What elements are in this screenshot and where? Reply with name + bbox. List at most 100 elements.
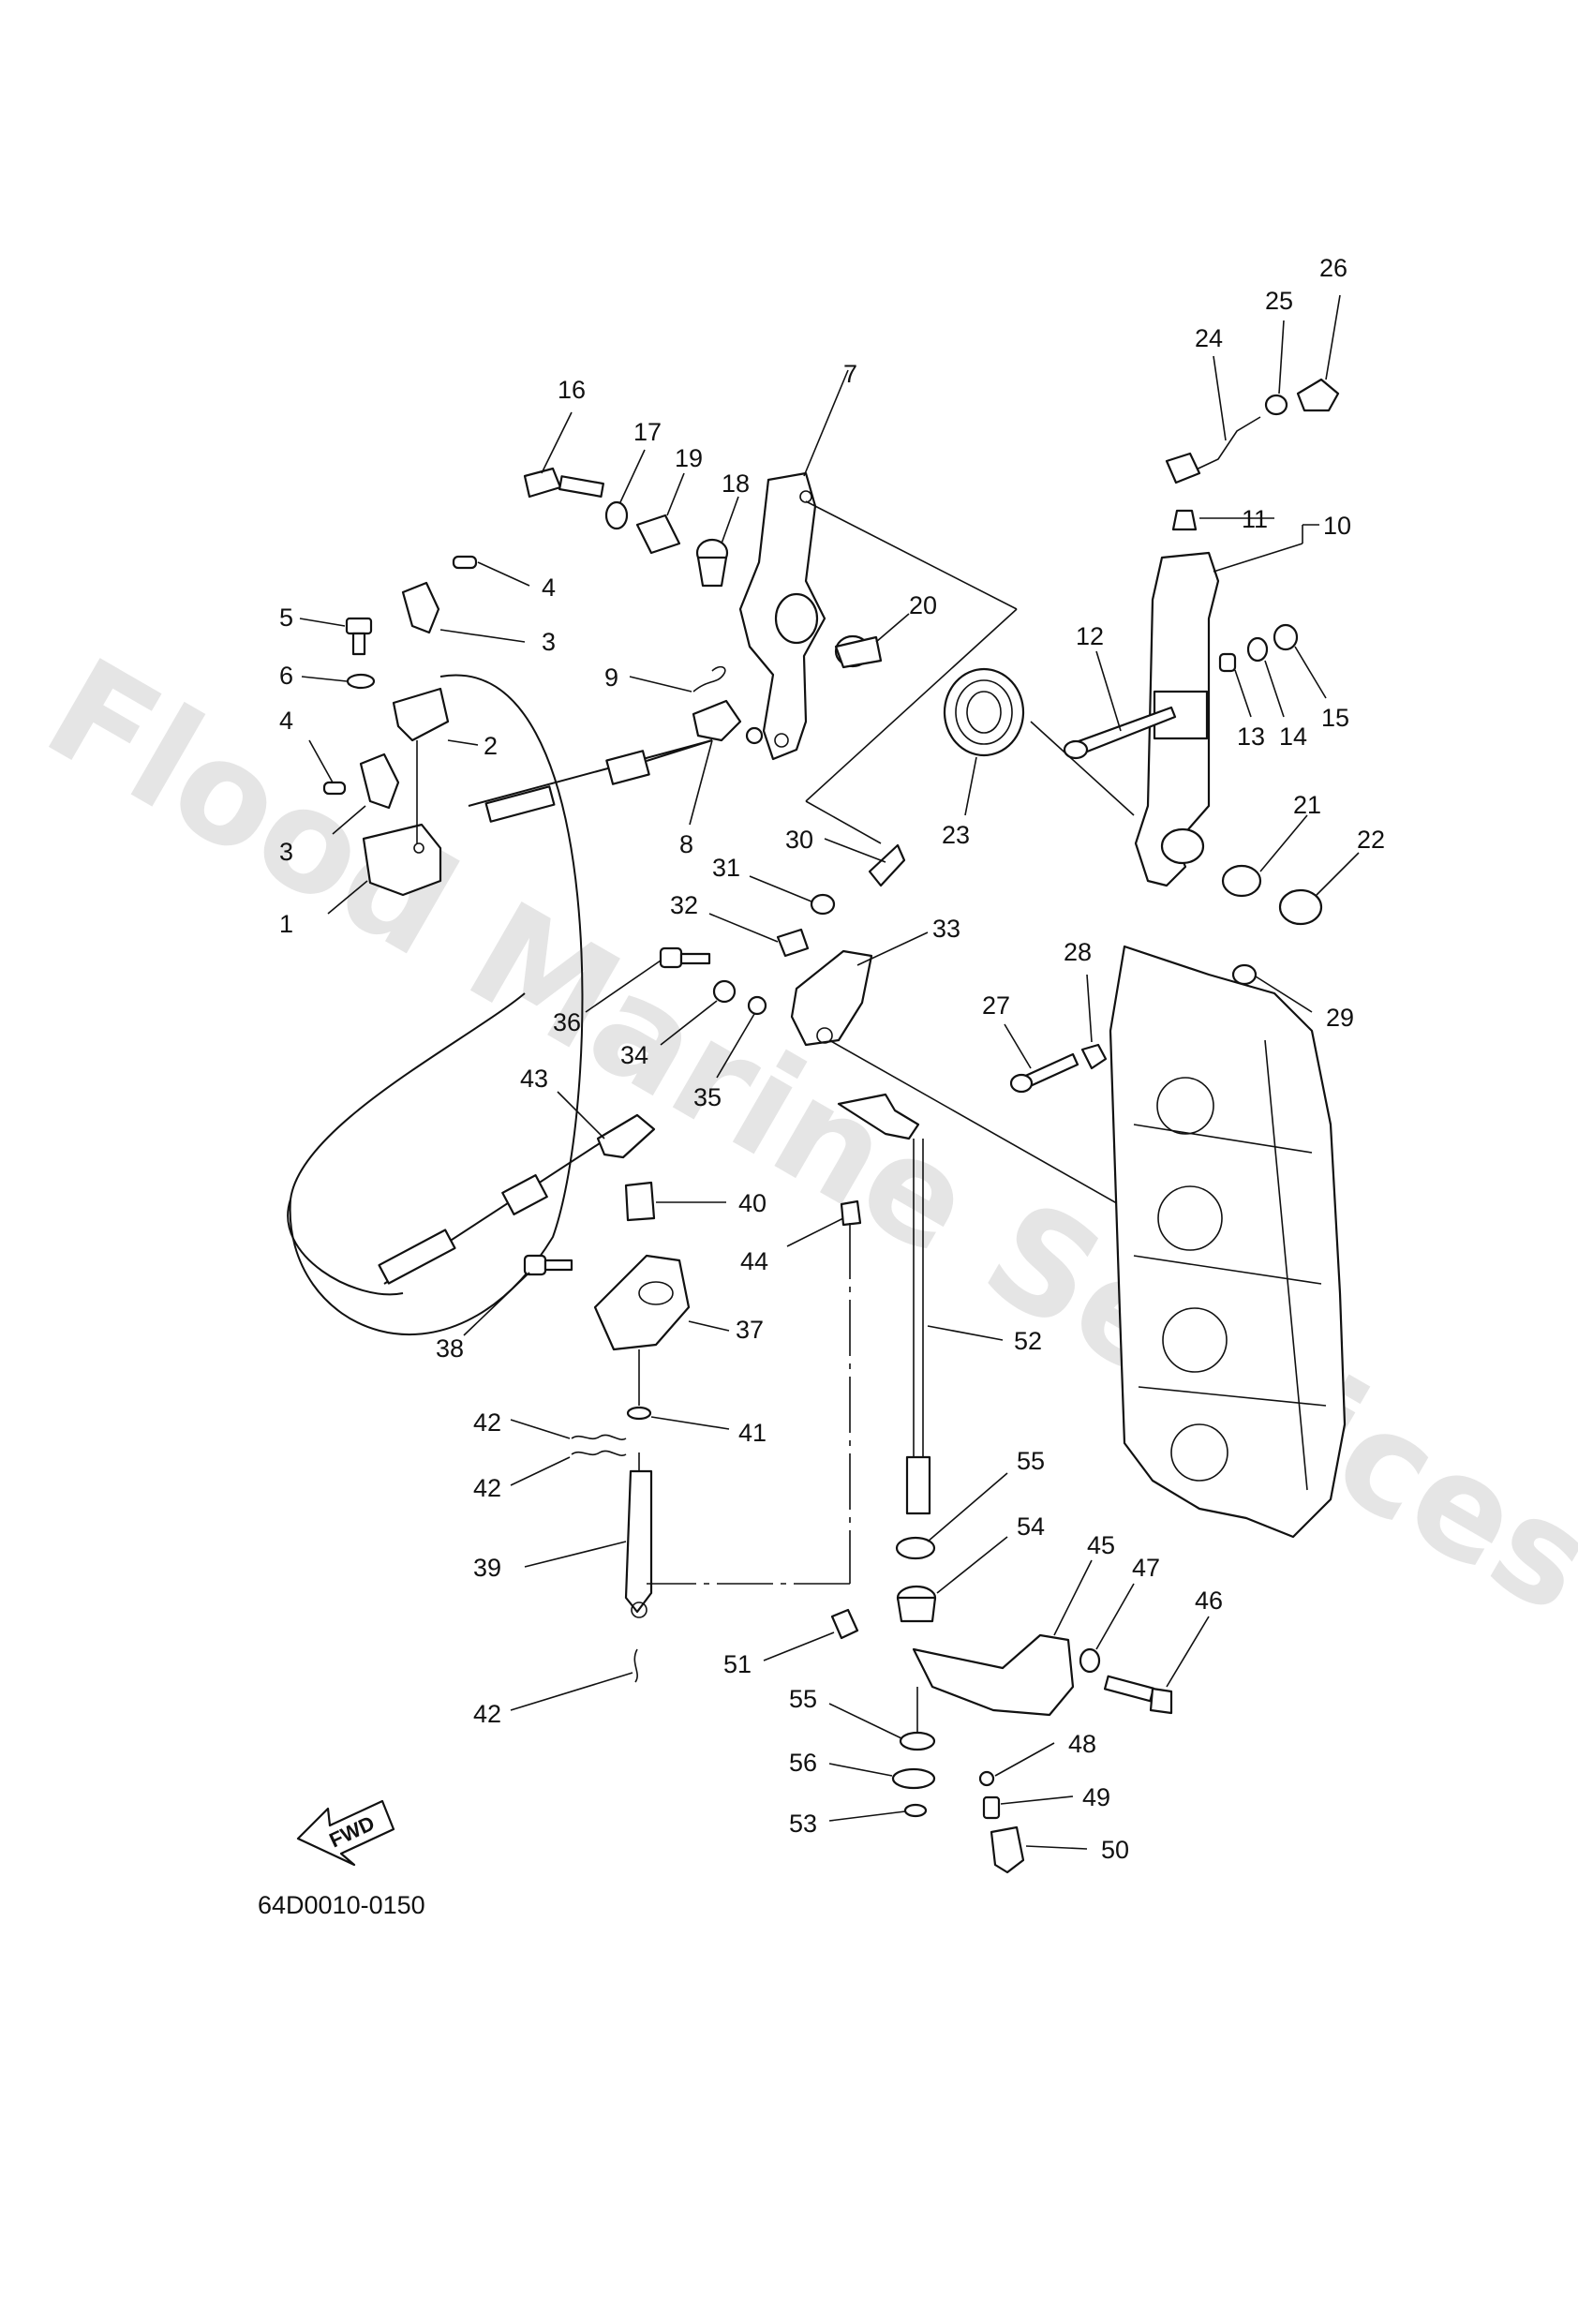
- callout-9: 9: [604, 663, 618, 692]
- cylinder-head: [1109, 945, 1347, 1539]
- callout-48: 48: [1068, 1730, 1096, 1758]
- callout-10: 10: [1323, 512, 1351, 540]
- callout-46: 46: [1195, 1587, 1223, 1615]
- callout-22: 22: [1357, 826, 1385, 854]
- callout-29: 29: [1326, 1004, 1354, 1032]
- callout-23: 23: [942, 821, 970, 849]
- callout-3-upper: 3: [542, 628, 556, 656]
- callout-47: 47: [1132, 1554, 1160, 1582]
- part-9-clip: [629, 665, 726, 693]
- callout-38: 38: [436, 1334, 464, 1363]
- part-25-nut: [1264, 320, 1288, 416]
- callout-55-lower: 55: [789, 1685, 817, 1713]
- callout-15: 15: [1321, 704, 1349, 732]
- callout-36: 36: [553, 1008, 581, 1036]
- part-8-ball-joint: [689, 699, 764, 826]
- part-22-washer: [1278, 852, 1360, 926]
- part-31-nut: [749, 875, 836, 916]
- part-33-cam: [790, 931, 1144, 1219]
- callout-4-lower: 4: [279, 707, 293, 735]
- callout-31: 31: [712, 854, 740, 882]
- callout-24: 24: [1195, 324, 1223, 352]
- callout-17: 17: [633, 418, 662, 446]
- part-18-bushing: [695, 496, 739, 588]
- part-37-bracket: [593, 1254, 730, 1406]
- part-42-clip-b: [510, 1450, 627, 1486]
- callout-28: 28: [1064, 938, 1092, 966]
- callout-16: 16: [558, 376, 586, 404]
- part-43-ball-joint: [557, 1091, 656, 1159]
- part-47-washer: [1079, 1583, 1135, 1674]
- part-48-ball: [978, 1742, 1055, 1787]
- part-54-collar: [896, 1536, 1008, 1623]
- part-11-grease-nipple: [1171, 509, 1274, 531]
- part-45-lever: [912, 1559, 1093, 1717]
- callout-52: 52: [1014, 1327, 1042, 1355]
- part-10-lever-arm: [1134, 524, 1319, 887]
- callout-34: 34: [620, 1041, 648, 1069]
- part-55-washer-lower: [828, 1687, 936, 1751]
- part-15-collar: [1273, 623, 1327, 699]
- callout-45: 45: [1087, 1531, 1115, 1559]
- part-44-collar: [647, 1199, 862, 1585]
- part-5-screw: [299, 617, 373, 656]
- part-3-clip-lower: [332, 752, 400, 835]
- callout-2: 2: [484, 732, 498, 760]
- part-20-bushing: [834, 613, 910, 669]
- callout-19: 19: [675, 444, 703, 472]
- callout-20: 20: [909, 591, 937, 619]
- part-13-spring: [1218, 652, 1252, 718]
- part-30-ball-joint: [824, 838, 906, 887]
- callout-44: 44: [740, 1247, 768, 1275]
- part-41-washer: [626, 1406, 730, 1430]
- part-12-bolt: [1063, 650, 1177, 760]
- part-17-washer: [604, 449, 646, 530]
- callout-30: 30: [785, 826, 813, 854]
- part-56-circlip: [828, 1763, 936, 1790]
- callout-12: 12: [1076, 622, 1104, 650]
- part-52-rod: [837, 1093, 1004, 1515]
- callout-labels: 1 2 3 3 4 4 5 6 7 8 9 10 11 12 13 14 15 …: [279, 254, 1385, 1864]
- callout-32: 32: [670, 891, 698, 919]
- callout-42-c: 42: [473, 1700, 501, 1728]
- callout-5: 5: [279, 603, 293, 632]
- callout-14: 14: [1279, 723, 1307, 751]
- callout-42-b: 42: [473, 1474, 501, 1502]
- part-14-washer: [1246, 636, 1285, 718]
- part-29-plug: [1231, 963, 1313, 1013]
- callout-33: 33: [932, 915, 960, 943]
- callout-39: 39: [473, 1554, 501, 1582]
- part-28-nut: [1080, 974, 1108, 1070]
- part-7-lever: [738, 369, 1018, 844]
- callout-18: 18: [722, 469, 750, 498]
- part-6-washer: [301, 673, 376, 690]
- callout-42-a: 42: [473, 1408, 501, 1437]
- part-19-collar: [635, 472, 685, 555]
- callout-27: 27: [982, 991, 1010, 1020]
- part-21-washer: [1221, 814, 1308, 898]
- throttle-cable: [287, 674, 713, 1336]
- part-38-screw: [463, 1254, 573, 1336]
- part-4-pin-lower: [308, 739, 347, 796]
- part-42-clip-c: [510, 1648, 638, 1711]
- callout-53: 53: [789, 1810, 817, 1838]
- callout-8: 8: [679, 830, 693, 858]
- callout-54: 54: [1017, 1512, 1045, 1541]
- part-50-plug: [990, 1825, 1088, 1874]
- part-2-plate: [392, 687, 479, 843]
- part-32-collar: [708, 913, 810, 958]
- callout-21: 21: [1293, 791, 1321, 819]
- callout-41: 41: [738, 1419, 767, 1447]
- part-49-spring: [982, 1795, 1074, 1820]
- part-53-o-ring: [828, 1803, 928, 1822]
- callout-40: 40: [738, 1189, 767, 1217]
- part-24-link-rod: [1165, 355, 1261, 484]
- part-27-screw: [1004, 1023, 1079, 1094]
- callout-43: 43: [520, 1065, 548, 1093]
- part-46-bolt: [1103, 1616, 1210, 1715]
- callout-4-upper: 4: [542, 574, 556, 602]
- callout-3-lower: 3: [279, 838, 293, 866]
- callout-13: 13: [1237, 723, 1265, 751]
- callout-1: 1: [279, 910, 293, 938]
